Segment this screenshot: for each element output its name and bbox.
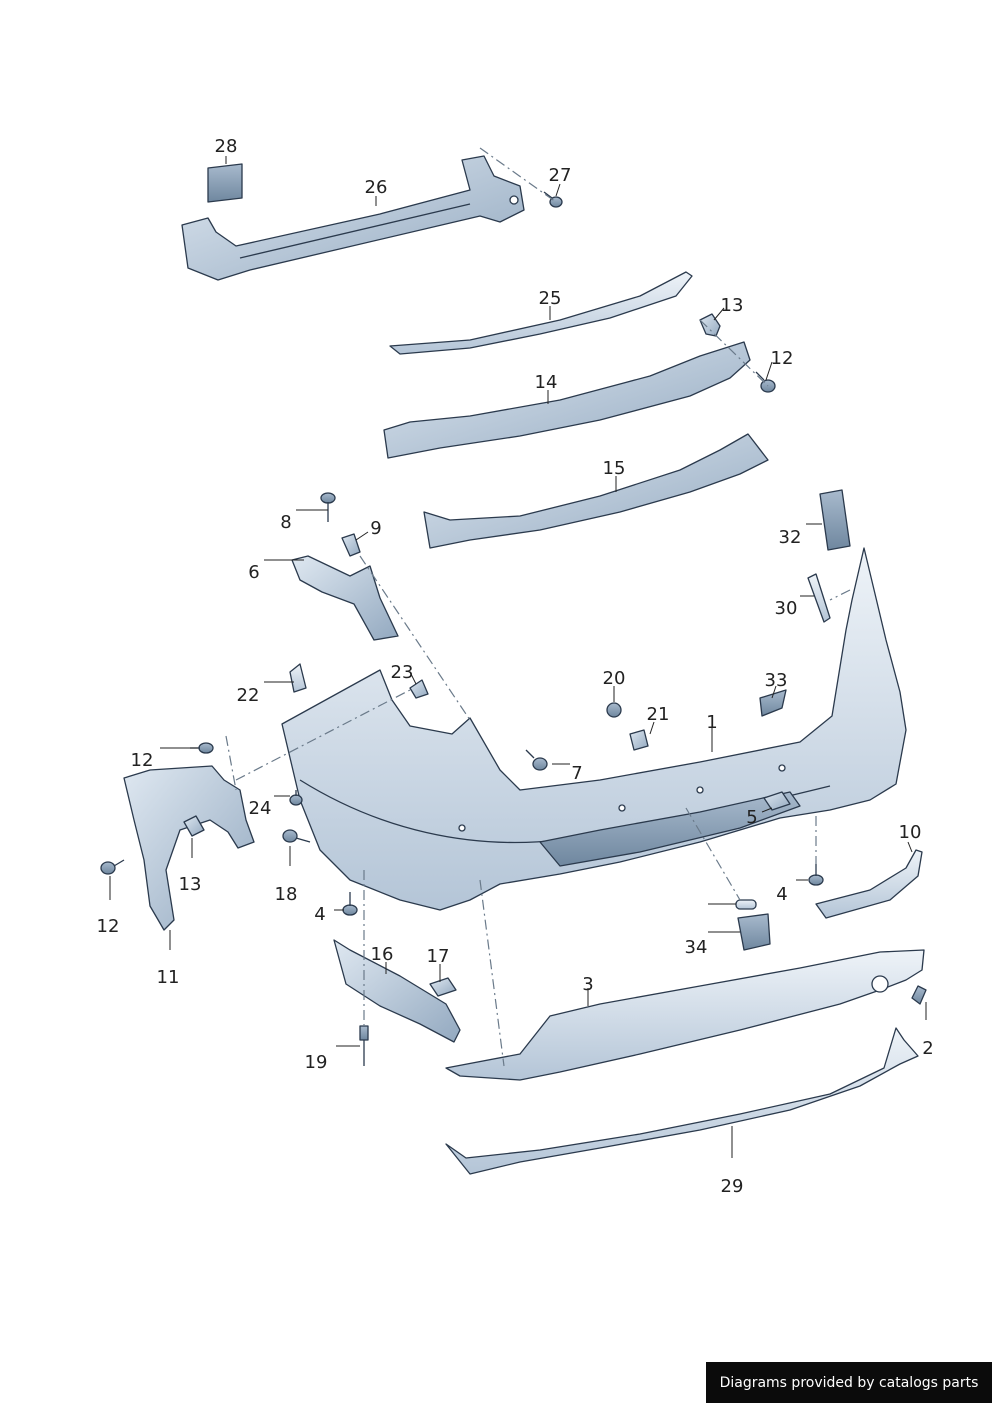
callout-26: 27 — [549, 165, 572, 186]
attribution-text: Diagrams provided by catalogs parts — [719, 1374, 979, 1391]
callout-6: 6 — [248, 562, 259, 583]
callout-3: 3 — [582, 974, 593, 995]
part-15-bracket-strip — [423, 433, 769, 549]
callout-13-top: 13 — [721, 295, 744, 316]
callout-12-top: 12 — [771, 348, 794, 369]
callout-22-right: 23 — [391, 662, 414, 683]
callout-7: 7 — [571, 763, 582, 784]
part-7-screw — [525, 749, 548, 771]
callout-14: 14 — [535, 372, 558, 393]
part-20-grommet — [606, 702, 622, 718]
callout-4-left: 4 — [314, 904, 325, 925]
callout-24: 25 — [539, 288, 562, 309]
callout-32: 33 — [765, 670, 788, 691]
part-33-sensor-holder — [737, 913, 771, 951]
callout-15: 15 — [603, 458, 626, 479]
leader-lines — [109, 156, 927, 1158]
part-10-reflector-trim — [815, 849, 923, 919]
part-12-screw-top — [755, 371, 776, 393]
part-19-rivet — [359, 1025, 369, 1066]
callout-1: 1 — [706, 712, 717, 733]
part-1-bumper-cover — [281, 547, 907, 911]
part-25-reinforcement-bar — [181, 155, 525, 281]
part-17-nut-clip — [429, 977, 457, 997]
assembly-lines — [225, 147, 851, 1067]
part-30-pad — [819, 489, 851, 551]
part-23-screw — [289, 790, 303, 806]
callout-20: 20 — [603, 668, 626, 689]
part-4-screw-right — [808, 864, 824, 886]
callout-27: 28 — [215, 136, 238, 157]
attribution-banner: Diagrams provided by catalogs parts — [706, 1362, 992, 1403]
callout-labels: 28 26 27 25 13 12 14 15 8 9 6 32 30 22 2… — [97, 136, 934, 1197]
callout-5: 5 — [746, 807, 757, 828]
callout-2: 2 — [922, 1038, 933, 1059]
part-32-mount — [759, 689, 787, 717]
part-27-pad — [207, 163, 243, 203]
callout-28: 29 — [721, 1176, 744, 1197]
part-18-bolt — [282, 829, 311, 843]
part-12-screw-left-lower — [100, 859, 125, 875]
part-2-cap — [911, 985, 927, 1005]
callout-19: 19 — [305, 1052, 328, 1073]
part-8-screw — [320, 492, 336, 522]
part-9-clip — [341, 533, 361, 557]
part-4-screw-left — [342, 892, 358, 916]
callout-13-left: 13 — [179, 874, 202, 895]
callout-12-left-lower: 12 — [97, 916, 120, 937]
part-14-guide-bracket — [383, 341, 751, 459]
callout-33: 34 — [685, 937, 708, 958]
callout-8: 8 — [280, 512, 291, 533]
part-13-clip-left — [183, 815, 205, 837]
part-13-clip-top — [699, 313, 721, 337]
part-24-upper-strip — [389, 271, 693, 355]
part-22-clip-a — [289, 663, 307, 693]
part-11-side-bracket — [123, 765, 255, 931]
part-5-nut-clip — [763, 791, 791, 811]
part-28-lower-trim — [445, 1027, 919, 1175]
callout-29: 30 — [775, 598, 798, 619]
callout-23: 24 — [249, 798, 272, 819]
part-6-left-bracket — [291, 555, 399, 641]
part-22-clip-b — [409, 679, 429, 699]
callout-30: 32 — [779, 527, 802, 548]
part-16-lower-bracket — [333, 939, 461, 1043]
callout-9: 9 — [370, 518, 381, 539]
callout-4-right: 4 — [776, 884, 787, 905]
callout-10: 10 — [899, 822, 922, 843]
callout-18: 18 — [275, 884, 298, 905]
part-29-trim — [807, 573, 831, 623]
callout-17: 17 — [427, 946, 450, 967]
callout-25: 26 — [365, 177, 388, 198]
callout-21: 21 — [647, 704, 670, 725]
part-34-cap — [735, 899, 757, 910]
callout-11: 11 — [157, 967, 180, 988]
callout-12-left-upper: 12 — [131, 750, 154, 771]
part-21-clip — [629, 729, 649, 751]
callout-22-left: 22 — [237, 685, 260, 706]
part-3-diffuser — [445, 949, 925, 1081]
callout-16: 16 — [371, 944, 394, 965]
